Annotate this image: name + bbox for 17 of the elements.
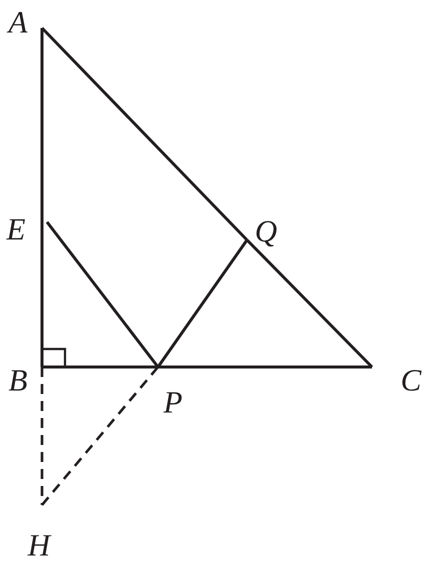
line-segment [42,366,158,368]
point-label: E [6,214,26,244]
point-label: B [8,364,28,396]
point-label: H [28,530,50,560]
point-label: P [164,386,182,418]
line-segment [46,221,160,368]
dashed-line-segment [41,366,159,506]
point-label: Q [254,216,278,246]
line-segment [156,239,248,368]
line-segment [40,222,44,367]
line-segment [246,238,374,368]
point-label: A [8,6,28,38]
point-label: C [400,364,422,396]
dashed-line-segment [40,367,44,505]
line-segment [158,366,372,368]
line-segment [40,28,44,222]
line-segment [40,26,248,242]
